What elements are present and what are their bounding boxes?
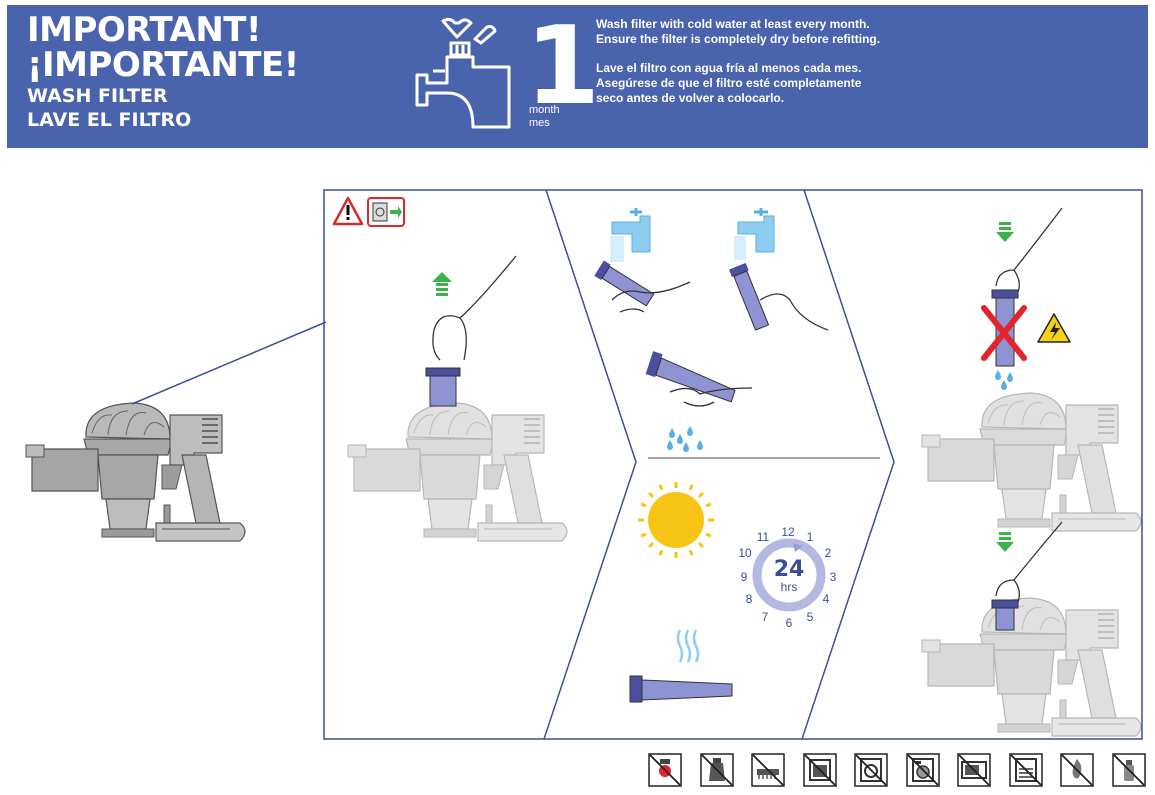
insert-arrow-icon: [996, 532, 1014, 552]
filter: [425, 367, 461, 407]
banner-subtitle: WASH FILTER LAVE EL FILTRO: [27, 84, 191, 132]
water-drops-icon: [995, 370, 1013, 390]
hand: [432, 255, 517, 361]
hand: [759, 293, 829, 331]
interval-unit: month mes: [529, 104, 560, 130]
no-flame-icon: [1060, 753, 1094, 787]
instruction-spanish-line: Asegúrese de que el filtro esté completa…: [596, 76, 862, 90]
clock-number: 1: [806, 530, 814, 544]
clock-number: 6: [785, 616, 793, 630]
no-microwave-icon: [957, 753, 991, 787]
step-divider: [801, 189, 895, 740]
subtitle-english: WASH FILTER: [27, 85, 168, 107]
no-oven-icon: [802, 753, 837, 787]
banner-title: IMPORTANT! ¡IMPORTANTE!: [27, 13, 299, 83]
vacuum-faded: [922, 598, 1141, 736]
vacuum-cleaner: [25, 402, 246, 542]
no-dishwasher-icon: [1008, 753, 1043, 787]
no-dryer-icon: [854, 753, 888, 787]
clock-number: 9: [740, 570, 748, 584]
faucet-icon: [415, 17, 511, 129]
vacuum-faded: [348, 403, 567, 541]
filter-drying: [629, 675, 733, 703]
instruction-spanish-line: Lave el filtro con agua fría al menos ca…: [596, 61, 862, 75]
clock-number: 8: [745, 592, 753, 606]
water-drops-icon: [667, 426, 703, 452]
sun-icon: [638, 482, 714, 558]
filter-draining: [645, 351, 736, 403]
filter-washing: [594, 260, 655, 307]
heat-waves-icon: [676, 629, 700, 663]
drying-hours-unit: hrs: [780, 580, 798, 594]
lift-arrow-icon: [432, 272, 452, 296]
drying-hours: 24: [773, 557, 805, 582]
clock-number: 10: [738, 546, 752, 560]
no-spray-icon: [1111, 753, 1146, 787]
no-tablet-icon: [648, 753, 682, 787]
hand: [611, 281, 691, 313]
instruction-spanish-line: seco antes de volver a colocarlo.: [596, 91, 785, 105]
tap-icon: [737, 208, 775, 253]
title-english: IMPORTANT!: [27, 10, 261, 50]
no-brush-icon: [751, 753, 785, 787]
clock-number: 3: [829, 570, 837, 584]
warning-triangle-icon: [332, 196, 364, 226]
vacuum-faded: [922, 393, 1141, 531]
hand: [995, 521, 1063, 603]
clock-number: 2: [824, 546, 832, 560]
unit-spanish: mes: [529, 117, 550, 129]
tap-icon: [611, 208, 651, 253]
cross-icon: [981, 305, 1027, 361]
no-detergent-icon: [699, 753, 734, 787]
callout-line: [131, 321, 327, 405]
step-divider: [543, 189, 637, 740]
insert-arrow-icon: [996, 222, 1014, 242]
instruction-english-line: Wash filter with cold water at least eve…: [596, 17, 870, 31]
instruction-english-line: Ensure the filter is completely dry befo…: [596, 32, 881, 46]
clock-number: 4: [822, 592, 830, 606]
clock-number: 12: [781, 525, 795, 539]
instruction-spanish: Lave el filtro con agua fría al menos ca…: [596, 61, 861, 106]
subtitle-spanish: LAVE EL FILTRO: [27, 109, 192, 131]
hand: [995, 207, 1063, 293]
clock-number: 5: [806, 610, 814, 624]
clock-number: 11: [756, 530, 770, 544]
unplug-icon: [367, 197, 405, 227]
no-washing-machine-icon: [905, 753, 940, 787]
electric-hazard-icon: [1037, 313, 1071, 343]
filter: [991, 599, 1019, 631]
interval-number: 1: [525, 4, 601, 129]
clock-number: 7: [761, 610, 769, 624]
clock-ring-icon: [752, 538, 826, 612]
unit-english: month: [529, 104, 560, 116]
important-banner: IMPORTANT! ¡IMPORTANTE! WASH FILTER LAVE…: [7, 5, 1148, 148]
steps-panel: [323, 189, 1143, 740]
hand: [669, 387, 753, 407]
instruction-english: Wash filter with cold water at least eve…: [596, 17, 880, 47]
title-spanish: ¡IMPORTANTE!: [27, 45, 299, 85]
filter-washing: [728, 262, 770, 331]
